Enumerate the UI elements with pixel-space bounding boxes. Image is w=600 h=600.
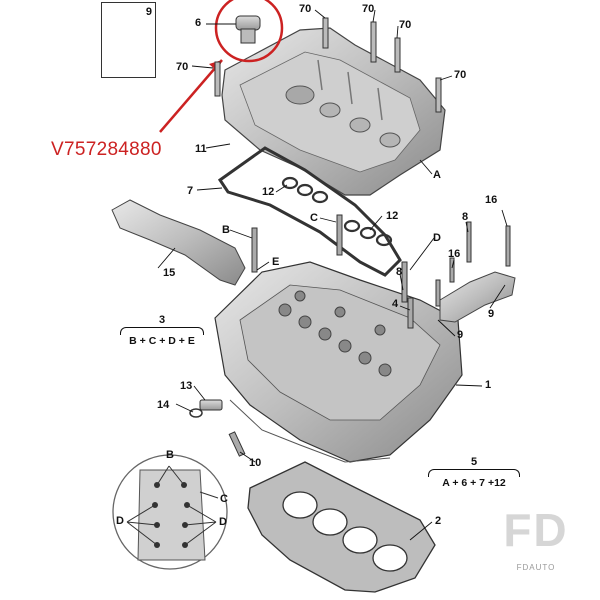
valve-cover — [221, 27, 446, 196]
group-5-number: 5 — [470, 456, 478, 468]
detail-label-b: B — [166, 449, 174, 461]
detail-label-d-right: D — [219, 516, 227, 528]
label-70-c: 70 — [399, 19, 412, 31]
label-1: 1 — [485, 379, 492, 391]
group-3: 3 B + C + D + E — [118, 314, 206, 347]
group-5: 5 A + 6 + 7 +12 — [426, 456, 522, 489]
label-e: E — [272, 256, 280, 268]
label-d: D — [433, 232, 441, 244]
label-8-a: 8 — [462, 211, 469, 223]
detail-label-d-left: D — [116, 515, 124, 527]
oil-filler-cap — [214, 0, 284, 63]
label-8-b: 8 — [396, 266, 403, 278]
watermark-mark: FD — [503, 504, 569, 556]
spark-seals — [281, 176, 393, 247]
label-14: 14 — [157, 399, 170, 411]
label-7: 7 — [187, 185, 194, 197]
watermark-logo: FD FDAUTO — [497, 501, 575, 577]
cylinder-head — [214, 261, 463, 463]
label-70-d: 70 — [176, 61, 189, 73]
stud-bolt — [228, 431, 246, 457]
bolt-sequence-detail — [112, 454, 228, 570]
label-6: 6 — [195, 17, 202, 29]
label-9-a: 9 — [488, 308, 495, 320]
label-9-b: 9 — [457, 329, 464, 341]
label-4: 4 — [392, 298, 399, 310]
bracket-left — [111, 199, 246, 286]
group-5-brace — [428, 469, 520, 477]
label-a: A — [433, 169, 441, 181]
watermark-name: FDAUTO — [516, 563, 556, 572]
cover-gasket — [217, 146, 402, 277]
label-c: C — [310, 212, 318, 224]
label-13: 13 — [180, 380, 193, 392]
highlight-circle — [214, 0, 284, 63]
inset-number: 9 — [145, 6, 152, 18]
label-70-e: 70 — [454, 69, 467, 81]
bolts-70 — [214, 17, 442, 113]
group-3-formula: B + C + D + E — [129, 335, 195, 347]
label-12-a: 12 — [262, 186, 275, 198]
inset-box: 9 — [101, 2, 156, 78]
group-5-formula: A + 6 + 7 +12 — [442, 477, 506, 489]
label-15: 15 — [163, 267, 176, 279]
head-bolts — [251, 214, 414, 329]
detail-label-c: C — [220, 493, 228, 505]
label-70-a: 70 — [299, 3, 312, 15]
label-16-b: 16 — [448, 248, 461, 260]
part-number: V757284880 — [51, 139, 162, 160]
leader-lines — [157, 9, 508, 541]
group-3-brace — [120, 327, 204, 335]
label-11: 11 — [195, 143, 207, 155]
group-3-number: 3 — [158, 314, 166, 326]
label-12-b: 12 — [386, 210, 399, 222]
label-2: 2 — [435, 515, 442, 527]
label-16-a: 16 — [485, 194, 498, 206]
label-10: 10 — [249, 457, 262, 469]
head-gasket — [247, 461, 436, 593]
bracket-right — [439, 271, 516, 323]
label-b: B — [222, 224, 230, 236]
highlight-arrow — [159, 59, 223, 133]
label-70-b: 70 — [362, 3, 375, 15]
temp-sensor — [189, 399, 223, 418]
